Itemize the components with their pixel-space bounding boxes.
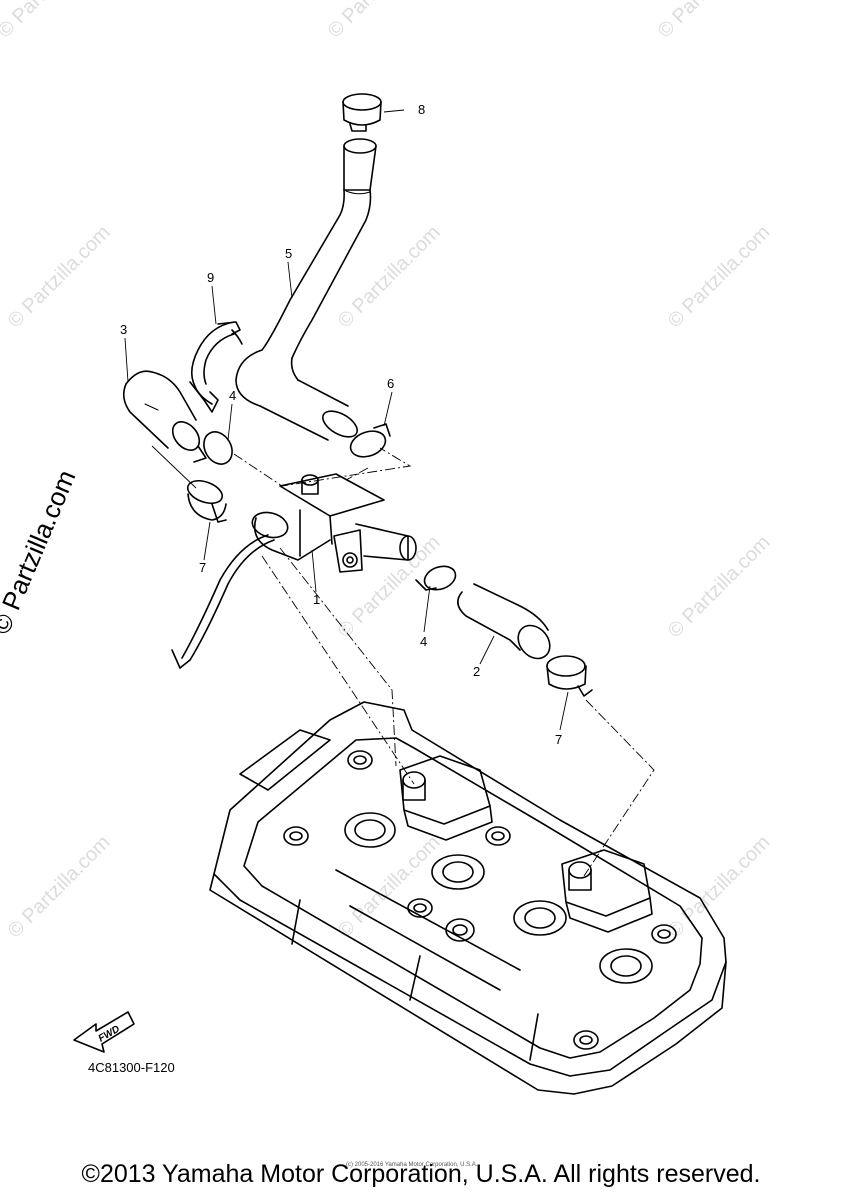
callout-5: 5 xyxy=(285,246,292,261)
cylinder-head-cover xyxy=(209,701,727,1095)
bracket-9[interactable] xyxy=(189,321,243,413)
fwd-label: FWD xyxy=(97,1024,122,1045)
callout-3: 3 xyxy=(120,322,127,337)
callout-4: 4 xyxy=(420,634,427,649)
copyright: ©2013 Yamaha Motor Corporation, U.S.A. A… xyxy=(81,1160,761,1188)
callout-2: 2 xyxy=(473,664,480,679)
hose-clamp-4-lower[interactable] xyxy=(415,562,459,594)
callout-1: 1 xyxy=(313,592,320,607)
callout-6: 6 xyxy=(387,376,394,391)
hose-5[interactable] xyxy=(235,138,377,442)
hose-3[interactable] xyxy=(122,370,205,455)
callout-7: 7 xyxy=(555,732,562,747)
hose-clamp-8[interactable] xyxy=(342,93,382,132)
callout-7: 7 xyxy=(199,560,206,575)
part-number: 4C81300-F120 xyxy=(88,1060,175,1075)
callout-9: 9 xyxy=(207,270,214,285)
callout-8: 8 xyxy=(418,102,425,117)
fwd-arrow-icon xyxy=(73,1011,135,1053)
hose-clamp-7-left[interactable] xyxy=(185,476,227,523)
hose-clamp-6[interactable] xyxy=(347,423,391,461)
air-cut-valve-1[interactable] xyxy=(171,473,417,669)
hose-2[interactable] xyxy=(457,583,556,665)
small-copyright: (c) 2005-2016 Yamaha Motor Corporation, … xyxy=(346,1162,478,1168)
hose-clamp-4-upper[interactable] xyxy=(193,427,238,469)
callout-4: 4 xyxy=(229,388,236,403)
hose-clamp-7-right[interactable] xyxy=(546,655,593,697)
